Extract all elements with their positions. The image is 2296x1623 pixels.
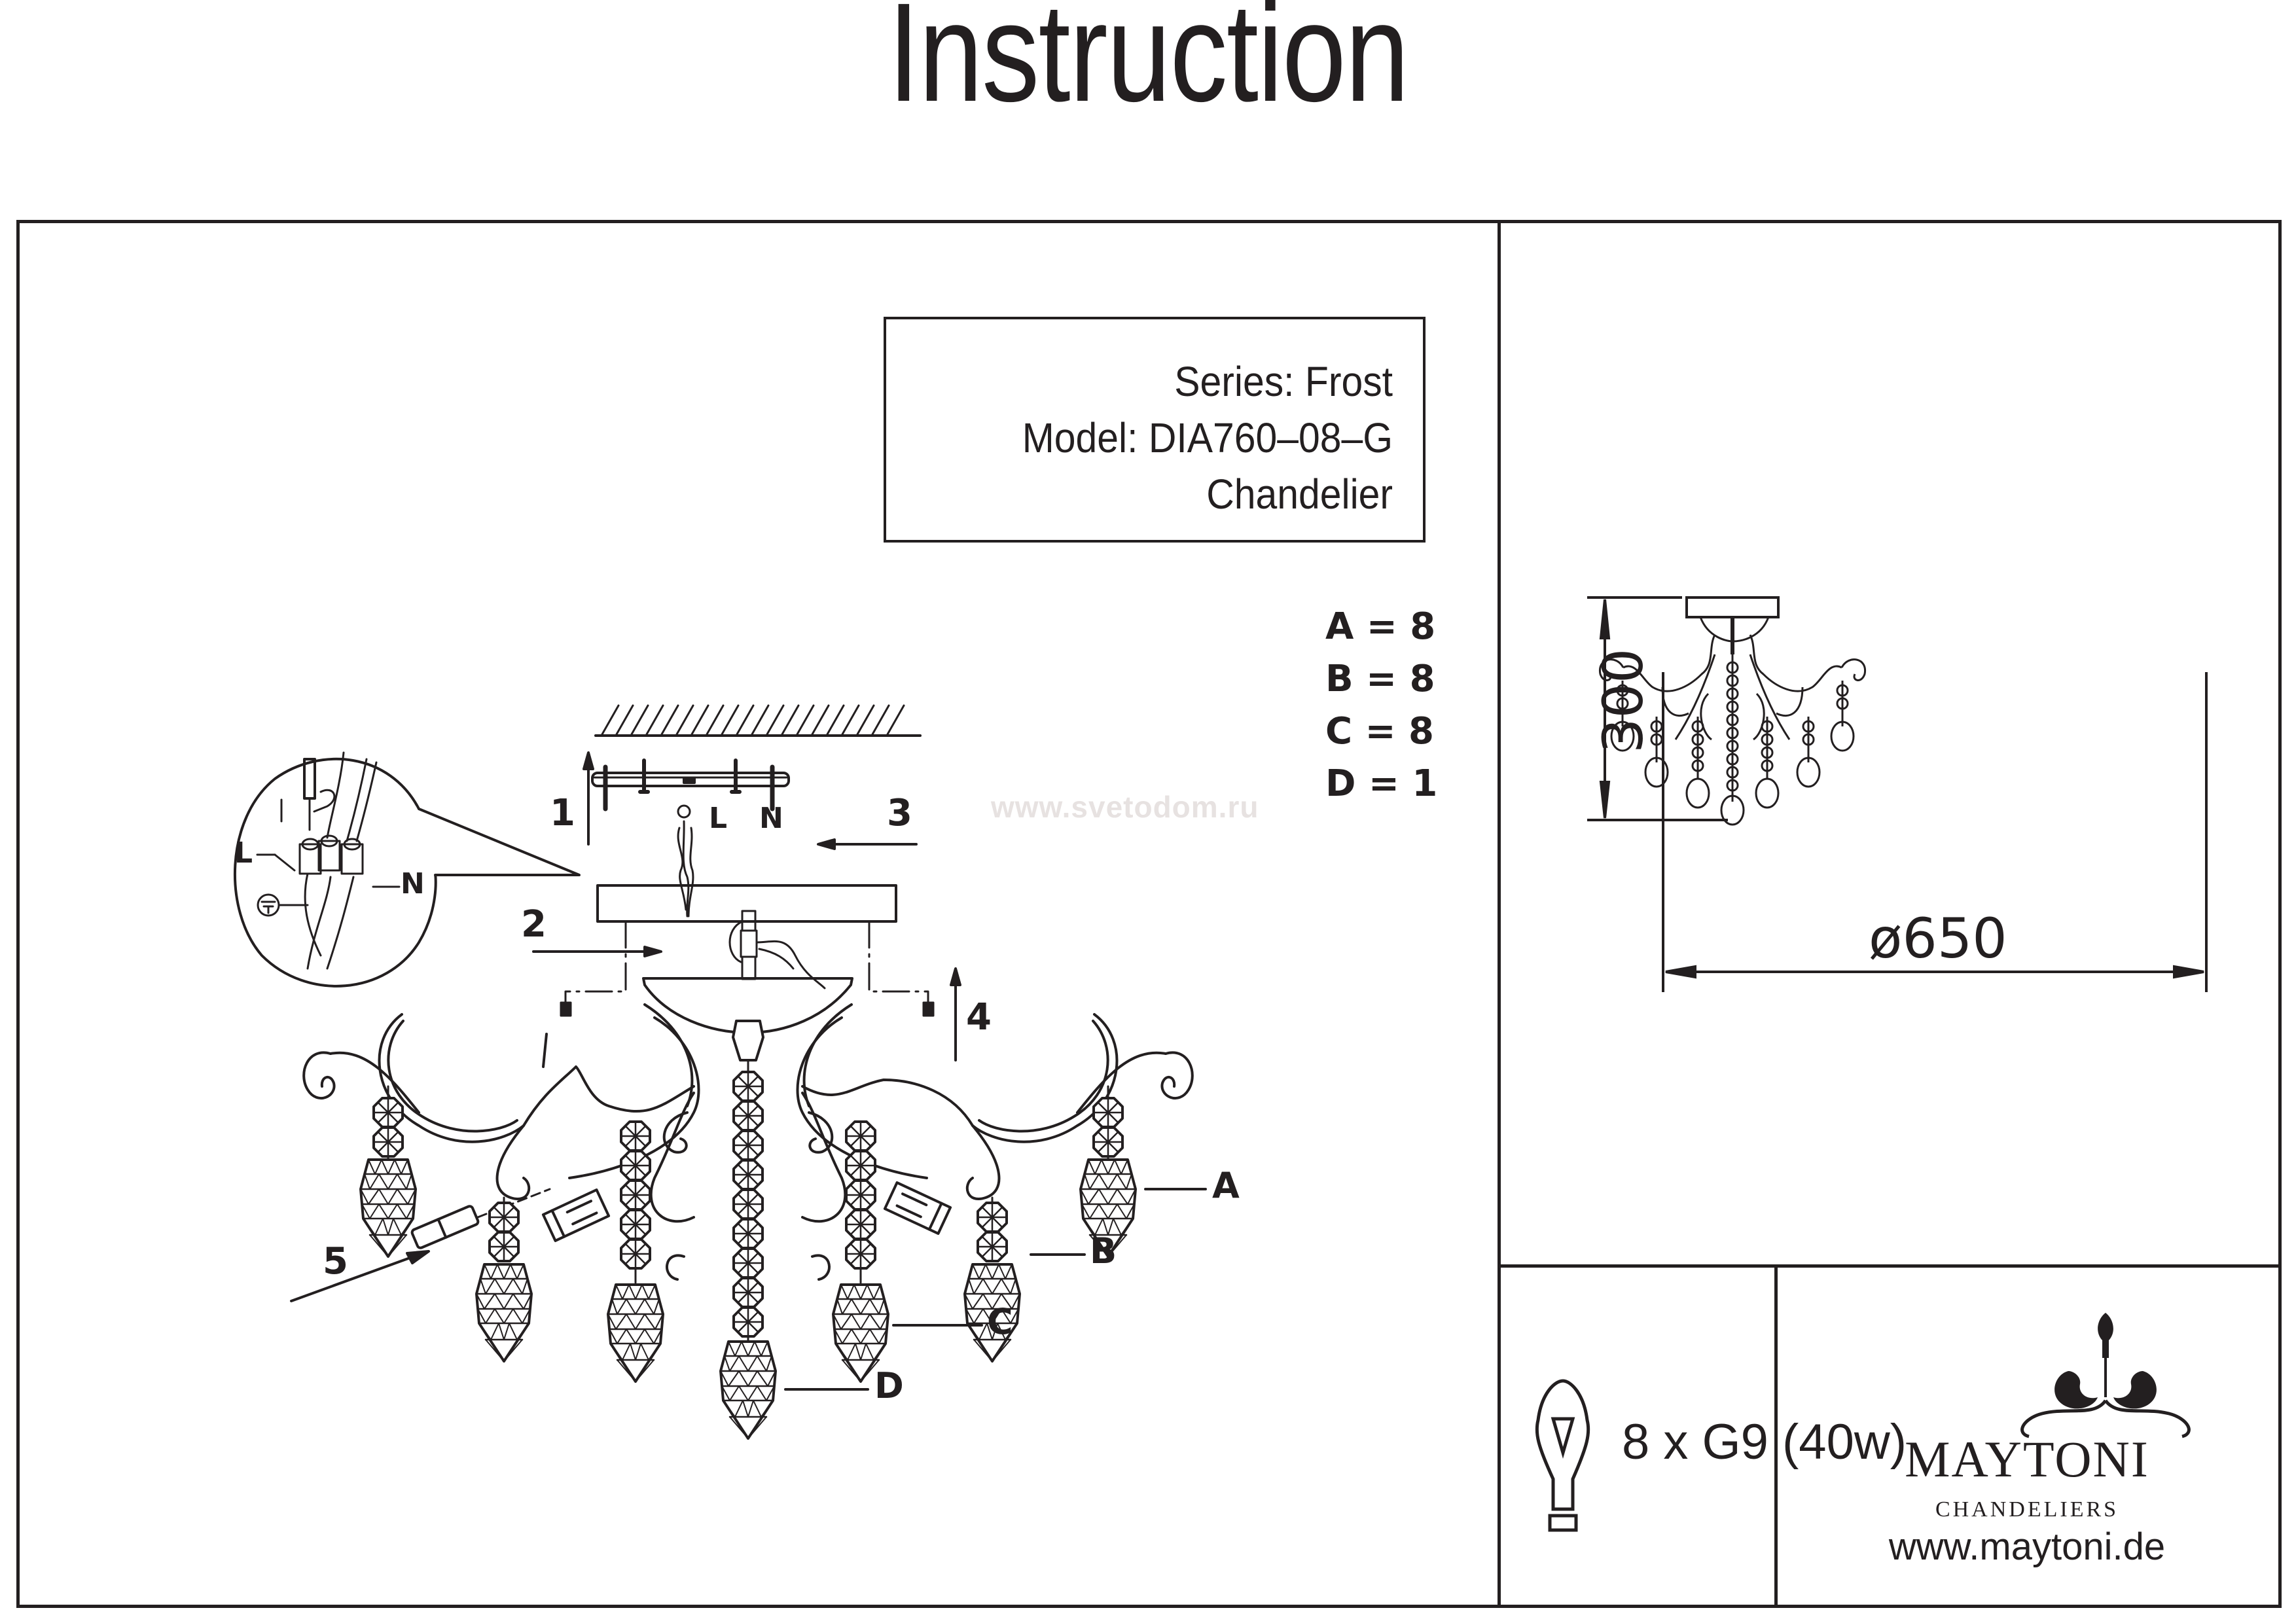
part-leaders bbox=[784, 1188, 1207, 1391]
model-label: Model: DIA760–08–G bbox=[1022, 414, 1393, 461]
ceiling-hatch bbox=[594, 704, 922, 737]
guide-lines bbox=[560, 920, 935, 1017]
footer-divider bbox=[1774, 1264, 1778, 1605]
brand-subtitle: CHANDELIERS bbox=[1935, 1497, 2119, 1522]
part-count-d: D = 1 bbox=[1325, 762, 1438, 805]
crystal-strand-a-left bbox=[359, 1085, 417, 1258]
part-count-a: A = 8 bbox=[1325, 605, 1436, 648]
step-1-label: 1 bbox=[550, 792, 575, 834]
product-type-label: Chandelier bbox=[1206, 471, 1393, 518]
crystal-strand-d-center bbox=[719, 1020, 777, 1440]
series-label: Series: Frost bbox=[1174, 358, 1393, 405]
product-info-box: Series: Frost Model: DIA760–08–G Chandel… bbox=[884, 317, 1426, 543]
part-count-b: B = 8 bbox=[1325, 658, 1435, 700]
crystal-strand-b-right bbox=[963, 1196, 1021, 1363]
canopy bbox=[596, 884, 897, 923]
callout-live-label: L bbox=[234, 836, 253, 870]
step-3-label: 3 bbox=[887, 792, 912, 834]
wiring-detail-callout bbox=[234, 751, 581, 988]
bulb-spec: 8 x G9 (40w) bbox=[1622, 1414, 1907, 1470]
part-label-b: B bbox=[1090, 1230, 1117, 1272]
crystal-strand-c-left bbox=[607, 1120, 664, 1383]
callout-neutral-label: N bbox=[401, 867, 425, 901]
watermark: www.svetodom.ru bbox=[991, 790, 1259, 824]
crystal-strand-b-left bbox=[475, 1196, 533, 1363]
neutral-label: N bbox=[759, 802, 783, 835]
chandelier-arms bbox=[302, 1003, 1194, 1281]
step-arrows bbox=[290, 751, 961, 1302]
step-2-label: 2 bbox=[521, 903, 547, 946]
part-label-c: C bbox=[987, 1301, 1013, 1342]
panel-divider-horizontal bbox=[1498, 1264, 2278, 1268]
live-label: L bbox=[709, 802, 728, 835]
mounting-bracket bbox=[591, 758, 790, 812]
drawing-frame bbox=[16, 220, 2282, 1608]
parts-count-list: A = 8 B = 8 C = 8 D = 1 bbox=[1325, 601, 1437, 810]
step-5-label: 5 bbox=[323, 1240, 348, 1283]
ceiling-wires bbox=[677, 804, 694, 918]
brand-name: MAYTONI bbox=[1905, 1431, 2149, 1488]
brand-url[interactable]: www.maytoni.de bbox=[1888, 1525, 2166, 1568]
crystal-strand-a-right bbox=[1079, 1085, 1137, 1258]
step-4-label: 4 bbox=[966, 996, 992, 1039]
part-count-c: C = 8 bbox=[1325, 710, 1434, 753]
document-title: Instruction bbox=[888, 0, 1409, 131]
part-label-d: D bbox=[874, 1365, 904, 1406]
crystal-strand-c-right bbox=[832, 1120, 889, 1383]
part-label-a: A bbox=[1212, 1165, 1240, 1206]
panel-divider-vertical bbox=[1498, 220, 1501, 1605]
diameter-dimension: ø650 bbox=[1869, 906, 2007, 971]
